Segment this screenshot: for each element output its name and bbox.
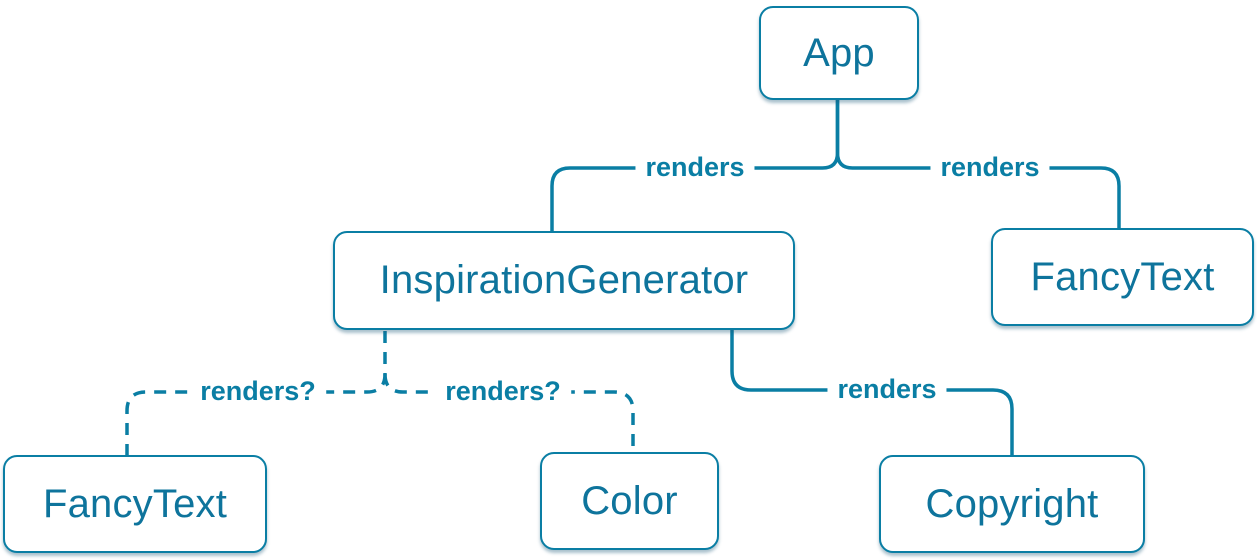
node-fancy-text-top-label: FancyText [1030, 254, 1215, 299]
edge-label-inspirationgenerator-renders-color: renders? [435, 376, 571, 407]
node-color: Color [540, 452, 719, 550]
edge-label-inspirationgenerator-renders-fancytext: renders? [190, 376, 326, 407]
node-copyright: Copyright [879, 455, 1145, 553]
edge-label-app-renders-inspirationgenerator: renders [635, 152, 755, 183]
node-fancy-text-top: FancyText [991, 228, 1254, 326]
edge-inspirationgenerator-color [383, 373, 635, 452]
node-inspiration-generator: InspirationGenerator [333, 231, 795, 330]
node-inspiration-generator-label: InspirationGenerator [379, 258, 749, 302]
edge-label-app-renders-fancytext: renders [930, 152, 1050, 183]
node-color-label: Color [581, 478, 678, 523]
node-app-label: App [803, 30, 875, 75]
node-fancy-text-bottom: FancyText [3, 455, 267, 553]
node-fancy-text-bottom-label: FancyText [42, 481, 228, 526]
edge-label-inspirationgenerator-renders-copyright: renders [827, 374, 947, 405]
node-app: App [759, 6, 919, 100]
edge-inspirationgenerator-fancytext [125, 331, 387, 455]
node-copyright-label: Copyright [925, 481, 1099, 526]
